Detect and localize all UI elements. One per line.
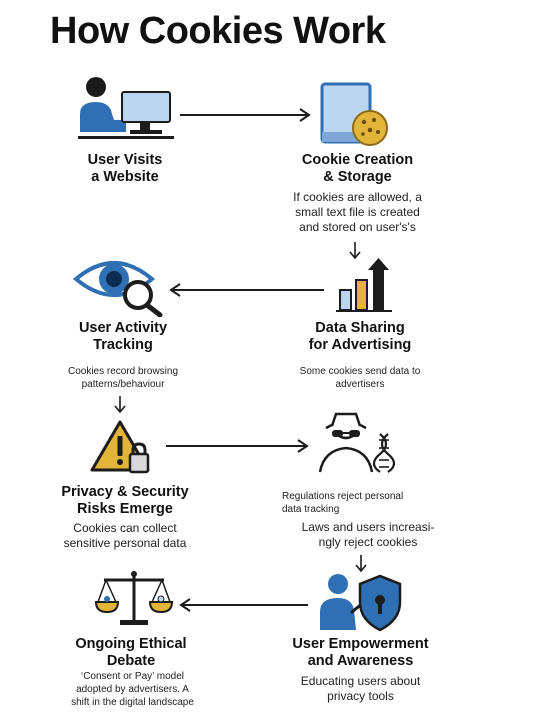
arrow-down-icon bbox=[114, 396, 126, 414]
step-title-data-sharing: Data Sharing for Advertising bbox=[308, 320, 412, 353]
step-desc-regulations: Laws and users increasi- ngly reject coo… bbox=[301, 520, 435, 549]
spy-dna-icon bbox=[318, 412, 396, 473]
page-title: How Cookies Work bbox=[50, 10, 386, 52]
warning-lock-icon bbox=[90, 420, 150, 474]
eye-magnifier-icon bbox=[72, 261, 163, 317]
cookie-file-icon bbox=[320, 82, 388, 146]
arrow-down-icon bbox=[355, 555, 367, 573]
scales-icon bbox=[94, 571, 174, 625]
arrow-left-icon bbox=[179, 598, 308, 612]
user-computer-icon bbox=[78, 77, 174, 139]
arrow-down-icon bbox=[349, 242, 361, 260]
step-desc-ethical-debate: ‘Consent or Pay’ model adopted by advert… bbox=[71, 671, 194, 708]
arrow-left-icon bbox=[169, 283, 324, 297]
step-title-cookie-creation: Cookie Creation & Storage bbox=[301, 152, 414, 185]
step-title-user-visits: User Visits a Website bbox=[87, 152, 163, 185]
step-desc-empowerment: Educating users about privacy tools bbox=[300, 674, 421, 703]
step-desc-activity-tracking: Cookies record browsing patterns/behavio… bbox=[67, 366, 179, 390]
step-title-empowerment: User Empowerment and Awareness bbox=[292, 636, 429, 669]
step-title-privacy-risks: Privacy & Security Risks Emerge bbox=[61, 484, 189, 517]
person-shield-icon bbox=[320, 574, 402, 632]
bar-chart-icon bbox=[336, 258, 392, 312]
step-title-ethical-debate: Ongoing Ethical Debate bbox=[75, 636, 187, 669]
step-title-activity-tracking: User Activity Tracking bbox=[78, 320, 168, 353]
arrow-right-icon bbox=[166, 439, 309, 453]
step-desc-cookie-creation: If cookies are allowed, a small text fil… bbox=[293, 190, 422, 234]
step-desc-privacy-risks: Cookies can collect sensitive personal d… bbox=[63, 521, 187, 550]
step-desc-data-sharing: Some cookies send data to advertisers bbox=[299, 366, 421, 390]
step-title-regulations: Regulations reject personal data trackin… bbox=[282, 491, 404, 515]
arrow-right-icon bbox=[180, 108, 311, 122]
